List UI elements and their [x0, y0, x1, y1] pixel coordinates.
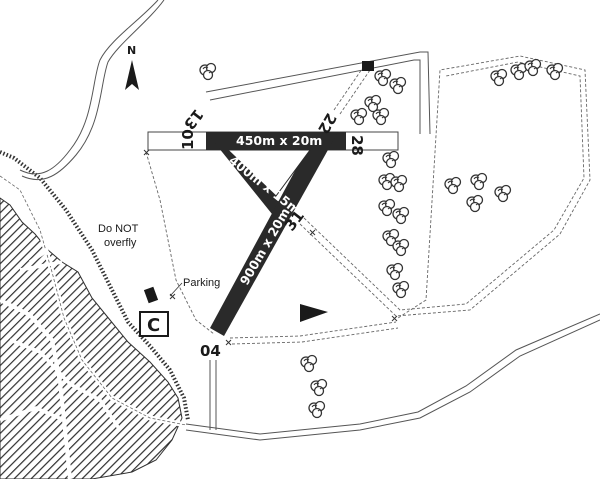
rwy-end-04: 04 [200, 342, 221, 360]
signal-arrow [300, 304, 328, 322]
rwy-10-28-dimensions: 450m x 20m [236, 133, 322, 148]
rwy-end-13: 13 [180, 106, 207, 134]
runway-13-31 [206, 132, 284, 214]
do-not-overfly-note-line2: overfly [104, 237, 137, 249]
runway-04-22 [210, 132, 338, 336]
trees [199, 58, 564, 419]
woodland-area [0, 173, 187, 479]
north-arrow: N [125, 44, 139, 90]
circuit-marker-letter: C [147, 315, 160, 336]
roads [19, 0, 600, 441]
boundary-dotted-line [0, 150, 190, 421]
do-not-overfly-note-line1: Do NOT [98, 223, 139, 235]
rwy-end-10: 10 [179, 129, 197, 150]
parking-label: Parking [183, 277, 220, 289]
north-label: N [127, 44, 136, 57]
circuit-marker: C [139, 311, 169, 337]
building-north [362, 61, 374, 71]
building-parking [143, 286, 159, 304]
taxiway-dashed [145, 55, 591, 345]
rwy-end-28: 28 [348, 135, 366, 156]
runway-threshold-marks [143, 149, 398, 346]
